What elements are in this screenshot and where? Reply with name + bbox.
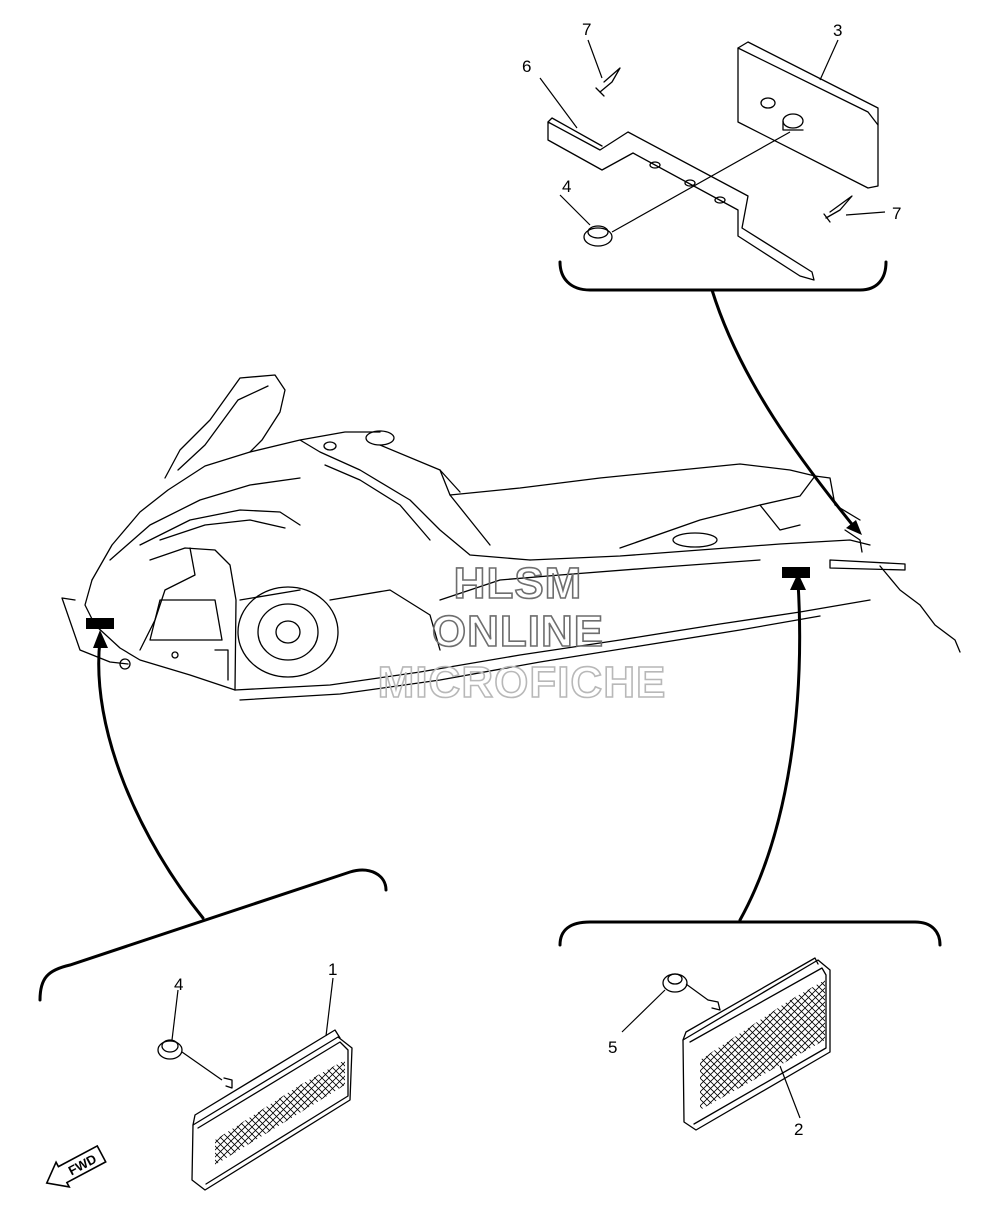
rear-reflector-detail: 5 2 xyxy=(558,920,942,1139)
snowmobile-outline xyxy=(61,374,961,701)
bracket-part-6 xyxy=(547,117,815,281)
front-reflector-location xyxy=(86,618,114,629)
callout-2: 2 xyxy=(794,1120,803,1139)
callout-6: 6 xyxy=(522,57,531,76)
license-plate-part-3 xyxy=(737,41,879,189)
rivet-part-7-top xyxy=(595,67,621,97)
leader-lines xyxy=(93,288,862,922)
callout-5: 5 xyxy=(608,1038,617,1057)
callout-1: 1 xyxy=(328,960,337,979)
nut-part-4-bottom xyxy=(157,1039,233,1089)
reflector-part-2 xyxy=(682,957,831,1131)
watermark-line-3: MICROFICHE xyxy=(378,658,667,707)
callout-7-right: 7 xyxy=(892,204,901,223)
callout-3: 3 xyxy=(833,21,842,40)
callout-7-top: 7 xyxy=(582,20,591,39)
nut-part-5 xyxy=(662,973,721,1011)
watermark-line-2: ONLINE xyxy=(432,607,604,656)
fwd-arrow-icon: FWD xyxy=(45,1144,107,1189)
front-reflector-detail: 4 1 xyxy=(38,868,388,1191)
reflector-part-1 xyxy=(191,1029,353,1191)
rear-reflector-location xyxy=(782,567,810,578)
nut-part-4-top xyxy=(583,225,613,247)
rivet-part-7-right xyxy=(823,195,853,223)
watermark-line-1: HLSM xyxy=(454,559,583,608)
callout-4-bottom: 4 xyxy=(174,975,183,994)
top-detail-group: 6 7 3 4 7 xyxy=(522,20,901,292)
watermark: HLSM ONLINE MICROFICHE xyxy=(377,558,667,708)
callout-4-top: 4 xyxy=(562,177,571,196)
